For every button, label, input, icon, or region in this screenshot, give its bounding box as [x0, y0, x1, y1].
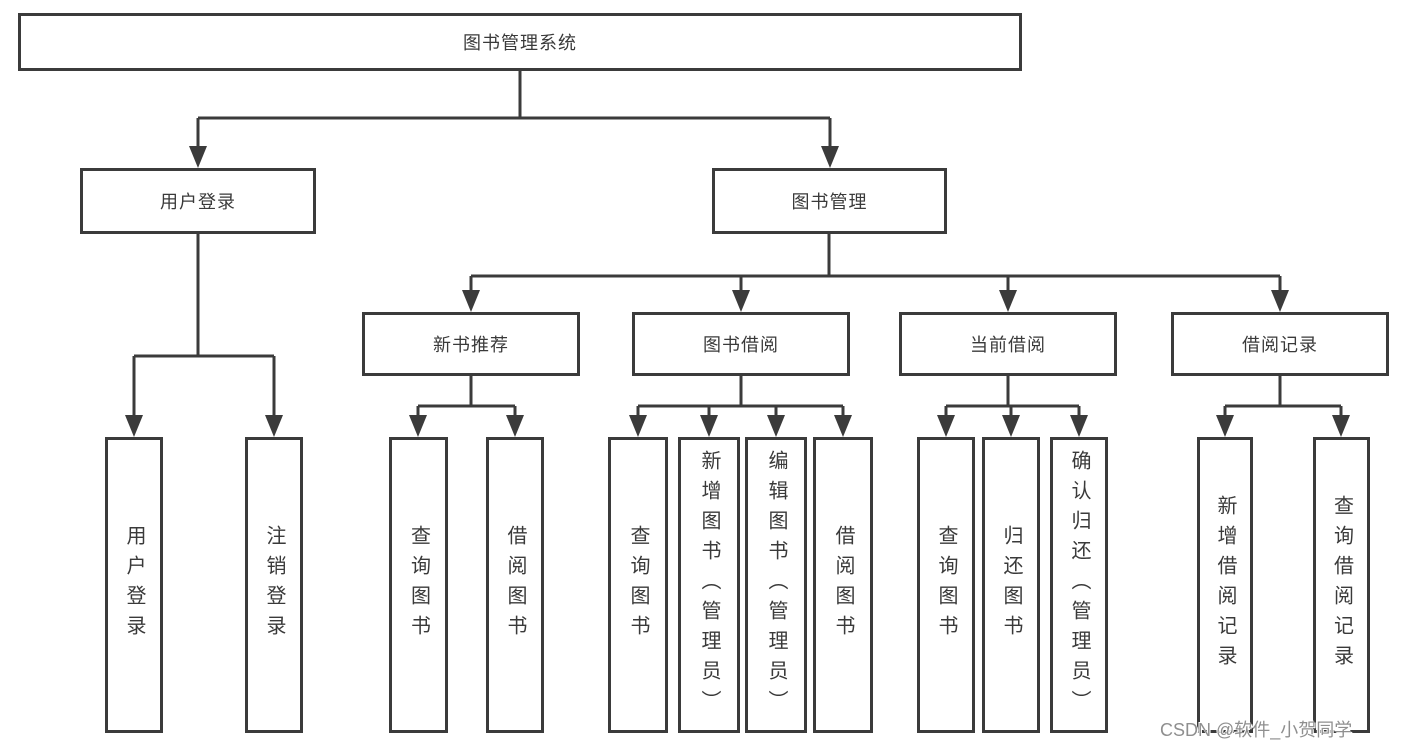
node-book-management: 图书管理	[712, 168, 947, 234]
arrow-down-icon	[834, 415, 852, 437]
leaf-add-book-admin-label: 新增图书（管理员）	[698, 450, 720, 720]
leaf-borrow-books-recommend: 借阅图书	[486, 437, 544, 733]
node-user-login-label: 用户登录	[160, 192, 236, 212]
arrow-down-icon	[125, 415, 143, 437]
node-user-login: 用户登录	[80, 168, 316, 234]
arrow-down-icon	[821, 146, 839, 168]
arrow-down-icon	[1271, 290, 1289, 312]
leaf-borrow-books: 借阅图书	[813, 437, 873, 733]
arrow-down-icon	[1002, 415, 1020, 437]
arrow-down-icon	[999, 290, 1017, 312]
node-new-book-recommend: 新书推荐	[362, 312, 580, 376]
arrow-down-icon	[937, 415, 955, 437]
leaf-user-login: 用户登录	[105, 437, 163, 733]
leaf-add-book-admin: 新增图书（管理员）	[678, 437, 740, 733]
arrow-down-icon	[506, 415, 524, 437]
leaf-return-books-label: 归还图书	[1000, 525, 1022, 645]
node-current-borrow: 当前借阅	[899, 312, 1117, 376]
leaf-user-login-label: 用户登录	[123, 525, 145, 645]
leaf-query-books-borrow-label: 查询图书	[627, 525, 649, 645]
leaf-query-books-recommend-label: 查询图书	[407, 525, 430, 645]
arrow-down-icon	[1332, 415, 1350, 437]
leaf-edit-book-admin-label: 编辑图书（管理员）	[765, 450, 787, 720]
leaf-query-books-borrow: 查询图书	[608, 437, 668, 733]
leaf-query-books-current-label: 查询图书	[935, 525, 957, 645]
leaf-borrow-books-recommend-label: 借阅图书	[504, 525, 526, 645]
arrow-down-icon	[629, 415, 647, 437]
node-borrow-records-label: 借阅记录	[1242, 335, 1318, 355]
node-root-label: 图书管理系统	[463, 33, 577, 53]
arrow-down-icon	[732, 290, 750, 312]
leaf-confirm-return-admin-label: 确认归还（管理员）	[1068, 450, 1090, 720]
leaf-query-borrow-record-label: 查询借阅记录	[1330, 495, 1353, 675]
arrow-down-icon	[700, 415, 718, 437]
node-book-borrow-label: 图书借阅	[703, 335, 779, 355]
leaf-logout-label: 注销登录	[263, 525, 285, 645]
connector-new-book-children	[409, 376, 524, 437]
arrow-down-icon	[1216, 415, 1234, 437]
arrow-down-icon	[767, 415, 785, 437]
leaf-add-borrow-record-label: 新增借阅记录	[1214, 495, 1236, 675]
connector-root-children	[189, 71, 839, 168]
leaf-borrow-books-label: 借阅图书	[832, 525, 854, 645]
leaf-confirm-return-admin: 确认归还（管理员）	[1050, 437, 1108, 733]
watermark: CSDN @软件_小贺同学	[1160, 720, 1353, 740]
leaf-logout: 注销登录	[245, 437, 303, 733]
leaf-add-borrow-record: 新增借阅记录	[1197, 437, 1253, 733]
arrow-down-icon	[1070, 415, 1088, 437]
leaf-query-borrow-record: 查询借阅记录	[1313, 437, 1370, 733]
leaf-return-books: 归还图书	[982, 437, 1040, 733]
connector-book-management-children	[462, 234, 1289, 312]
arrow-down-icon	[409, 415, 427, 437]
node-book-management-label: 图书管理	[791, 192, 868, 212]
leaf-edit-book-admin: 编辑图书（管理员）	[745, 437, 807, 733]
arrow-down-icon	[189, 146, 207, 168]
connector-book-borrow-children	[629, 376, 852, 437]
arrow-down-icon	[265, 415, 283, 437]
leaf-query-books-current: 查询图书	[917, 437, 975, 733]
node-borrow-records: 借阅记录	[1171, 312, 1389, 376]
node-current-borrow-label: 当前借阅	[970, 335, 1046, 355]
arrow-down-icon	[462, 290, 480, 312]
connector-current-borrow-children	[937, 376, 1088, 437]
node-book-borrow: 图书借阅	[632, 312, 850, 376]
leaf-query-books-recommend: 查询图书	[389, 437, 448, 733]
connector-borrow-records-children	[1216, 376, 1350, 437]
connector-user-login-children	[125, 234, 283, 437]
node-root: 图书管理系统	[18, 13, 1022, 71]
node-new-book-recommend-label: 新书推荐	[433, 335, 509, 355]
